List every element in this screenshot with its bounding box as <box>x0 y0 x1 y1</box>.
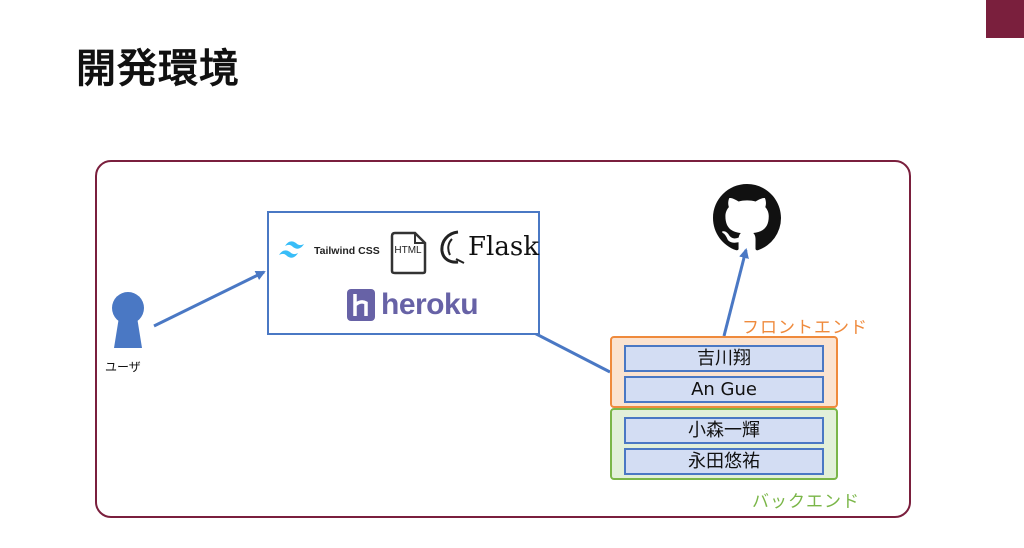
diagram-frame <box>95 160 911 518</box>
heroku-logo-icon <box>347 289 375 321</box>
tailwind-logo-icon <box>279 241 304 258</box>
user-keyhole-icon <box>112 292 144 348</box>
backend-team-box: 小森一輝 永田悠祐 <box>610 408 838 480</box>
frontend-member: An Gue <box>624 376 824 403</box>
tailwind-label: Tailwind CSS <box>314 245 380 257</box>
html-label: HTML <box>394 245 422 256</box>
heroku-logo: heroku <box>347 288 479 322</box>
html-logo: HTML <box>389 231 427 275</box>
tailwind-logo: Tailwind CSS <box>276 240 380 262</box>
corner-accent <box>986 0 1024 38</box>
arrow-user-to-stack <box>153 270 266 328</box>
frontend-team-box: 吉川翔 An Gue <box>610 336 838 408</box>
github-logo-icon <box>713 184 781 251</box>
flask-logo-icon <box>440 230 465 264</box>
backend-member: 永田悠祐 <box>624 448 824 475</box>
flask-label: Flask <box>468 232 539 262</box>
frontend-member: 吉川翔 <box>624 345 824 372</box>
arrow-frontend-to-github <box>722 248 749 337</box>
backend-member: 小森一輝 <box>624 417 824 444</box>
slide-title: 開発環境 <box>76 46 240 92</box>
heroku-label: heroku <box>381 288 479 321</box>
flask-logo: Flask <box>438 229 539 265</box>
backend-label: バックエンド <box>752 492 860 512</box>
user-label: ユーザ <box>105 360 141 374</box>
frontend-label: フロントエンド <box>742 318 868 338</box>
html-file-icon <box>390 231 427 275</box>
github-logo <box>713 184 781 256</box>
